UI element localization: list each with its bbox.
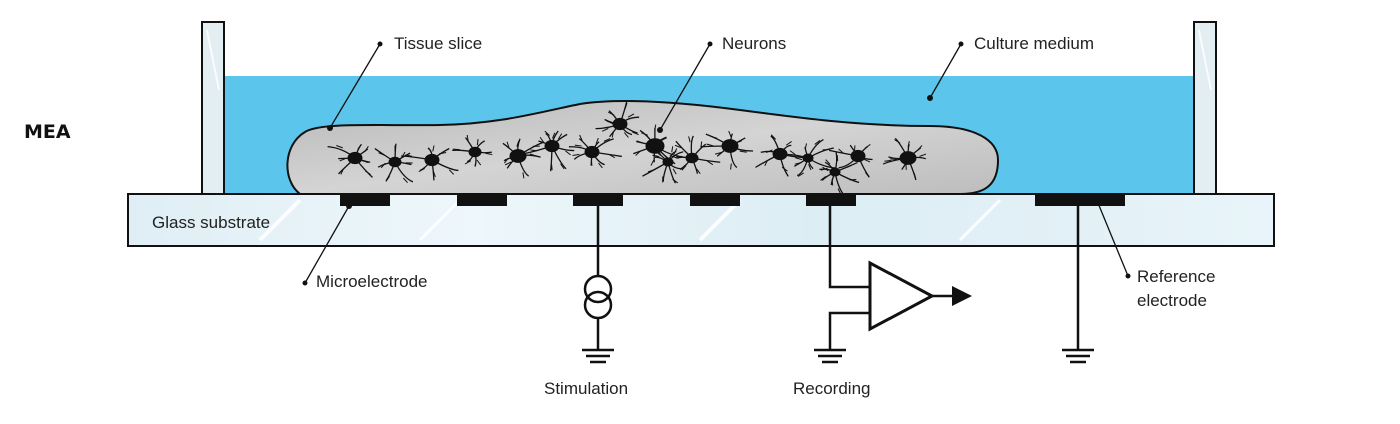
glass-reflections bbox=[258, 198, 1002, 242]
neurons-cluster bbox=[327, 101, 927, 197]
neuron bbox=[819, 152, 860, 197]
label-recording: Recording bbox=[793, 379, 871, 398]
tissue-slice bbox=[286, 100, 1000, 195]
neuron bbox=[452, 134, 493, 167]
microelectrode-pad bbox=[690, 195, 740, 206]
neuron bbox=[700, 130, 754, 170]
ground-icon bbox=[1062, 348, 1094, 364]
neuron bbox=[674, 135, 721, 174]
microelectrode-pad bbox=[340, 195, 390, 206]
neuron bbox=[525, 130, 575, 172]
ground-icon bbox=[814, 348, 846, 364]
microelectrodes bbox=[340, 195, 856, 206]
chamber-wall-right bbox=[1193, 21, 1217, 195]
neuron bbox=[595, 101, 640, 138]
microelectrode-pad bbox=[806, 195, 856, 206]
neuron bbox=[882, 137, 927, 181]
diagram-title: MEA bbox=[24, 121, 71, 143]
ground-icon bbox=[582, 348, 614, 364]
label-glass-substrate: Glass substrate bbox=[152, 213, 270, 232]
reference-circuit bbox=[1062, 206, 1094, 364]
microelectrode-pad bbox=[573, 195, 623, 206]
neuron bbox=[828, 144, 873, 178]
label-stimulation: Stimulation bbox=[544, 379, 628, 398]
chamber-wall-left bbox=[201, 21, 225, 195]
neuron bbox=[755, 134, 811, 177]
label-tissue-slice: Tissue slice bbox=[394, 34, 482, 53]
neuron bbox=[401, 145, 459, 181]
label-reference-electrode-line1: Reference bbox=[1137, 267, 1215, 286]
label-microelectrode: Microelectrode bbox=[316, 272, 428, 291]
neuron bbox=[568, 134, 622, 169]
label-reference-electrode-line2: electrode bbox=[1137, 291, 1207, 310]
recording-circuit bbox=[814, 206, 972, 364]
neuron bbox=[327, 143, 373, 178]
current-source-icon bbox=[583, 274, 613, 320]
label-leaders bbox=[302, 41, 1131, 286]
label-culture-medium: Culture medium bbox=[974, 34, 1094, 53]
label-neurons: Neurons bbox=[722, 34, 786, 53]
reference-electrode-pad bbox=[1035, 195, 1125, 206]
amplifier-icon bbox=[868, 260, 972, 332]
stimulation-circuit bbox=[582, 206, 614, 364]
neuron bbox=[502, 138, 544, 179]
microelectrode-pad bbox=[457, 195, 507, 206]
